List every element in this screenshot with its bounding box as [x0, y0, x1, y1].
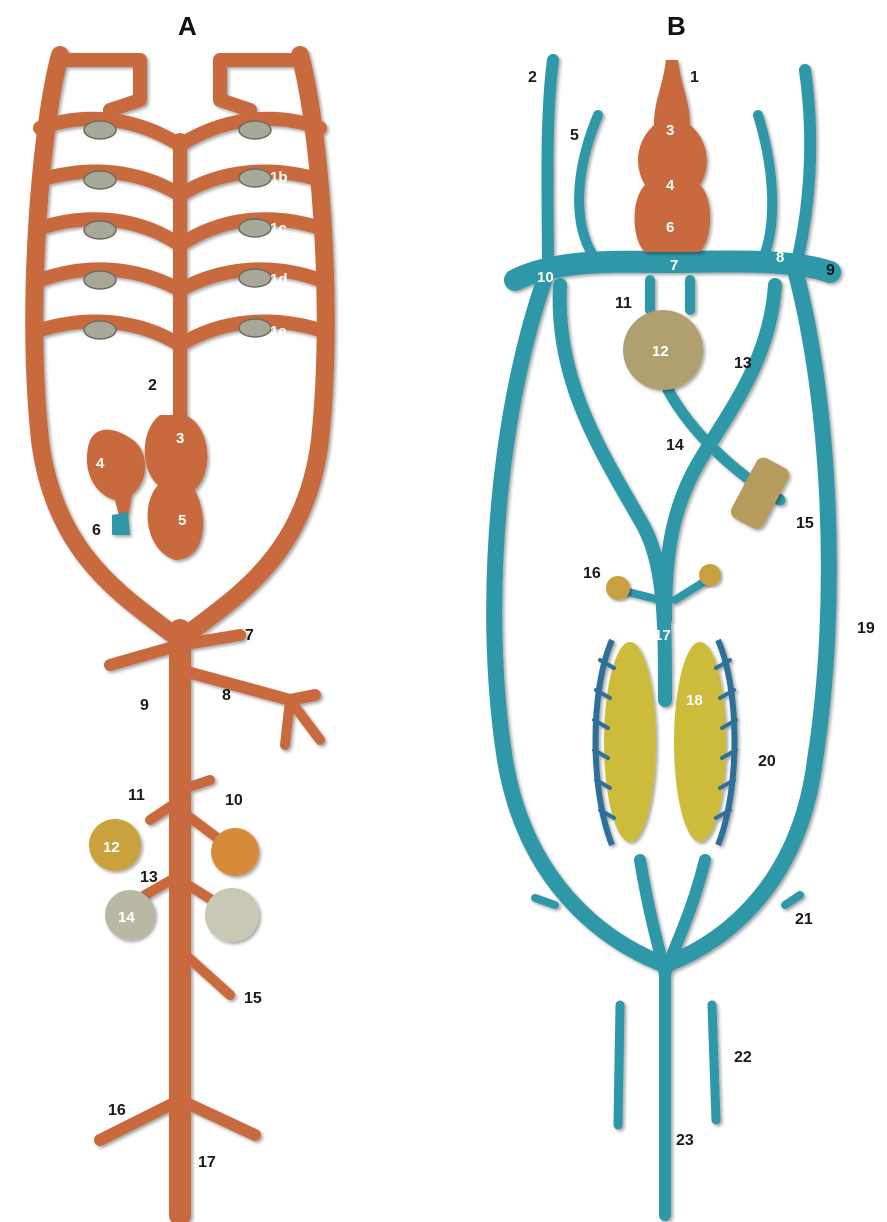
label-a-11: 11 — [128, 787, 145, 804]
label-a-1b: 1b — [270, 169, 288, 186]
label-b-13: 13 — [734, 355, 752, 372]
label-b-8: 8 — [776, 249, 784, 266]
label-a-13: 13 — [140, 869, 158, 886]
label-b-7: 7 — [670, 257, 678, 274]
label-a-12: 12 — [103, 839, 120, 856]
label-b-15: 15 — [796, 515, 814, 532]
label-b-3: 3 — [666, 122, 674, 139]
label-a-1a: 1a — [270, 132, 287, 149]
label-b-18: 18 — [686, 692, 703, 709]
label-a-1d: 1d — [270, 271, 288, 288]
label-b-16: 16 — [583, 565, 601, 582]
label-a-6: 6 — [92, 522, 101, 539]
label-b-1: 1 — [690, 69, 699, 86]
panel-b-title: B — [667, 11, 686, 41]
label-b-19: 19 — [857, 620, 875, 637]
label-a-4: 4 — [96, 455, 105, 472]
label-a-16: 16 — [108, 1102, 126, 1119]
label-a-8: 8 — [222, 687, 231, 704]
bulb-16-right — [699, 564, 721, 586]
label-a-1e: 1e — [270, 323, 287, 340]
heart-a — [87, 415, 208, 560]
label-b-22: 22 — [734, 1049, 752, 1066]
label-b-2: 2 — [528, 69, 537, 86]
label-a-1c: 1c — [270, 220, 287, 237]
panel-a-title: A — [178, 11, 197, 41]
label-a-3: 3 — [176, 430, 184, 447]
label-b-4: 4 — [666, 177, 675, 194]
label-a-14: 14 — [118, 909, 135, 926]
label-b-11: 11 — [615, 295, 632, 312]
label-a-10: 10 — [225, 792, 243, 809]
label-a-7: 7 — [245, 627, 254, 644]
label-a-17: 17 — [198, 1154, 216, 1171]
label-a-2: 2 — [148, 377, 157, 394]
label-b-12: 12 — [652, 343, 669, 360]
panel-a: A — [34, 11, 326, 1215]
label-b-9: 9 — [826, 262, 835, 279]
label-b-17: 17 — [654, 627, 671, 644]
label-b-21: 21 — [795, 911, 813, 928]
label-b-23: 23 — [676, 1132, 694, 1149]
label-a-15: 15 — [244, 990, 262, 1007]
label-b-20: 20 — [758, 753, 776, 770]
label-b-6: 6 — [666, 219, 674, 236]
label-a-5: 5 — [178, 512, 186, 529]
label-b-10: 10 — [537, 269, 554, 286]
label-a-9: 9 — [140, 697, 149, 714]
bulb-16-left — [606, 576, 630, 600]
label-b-14: 14 — [666, 437, 684, 454]
label-b-5: 5 — [570, 127, 579, 144]
panel-b: B — [494, 11, 875, 1215]
